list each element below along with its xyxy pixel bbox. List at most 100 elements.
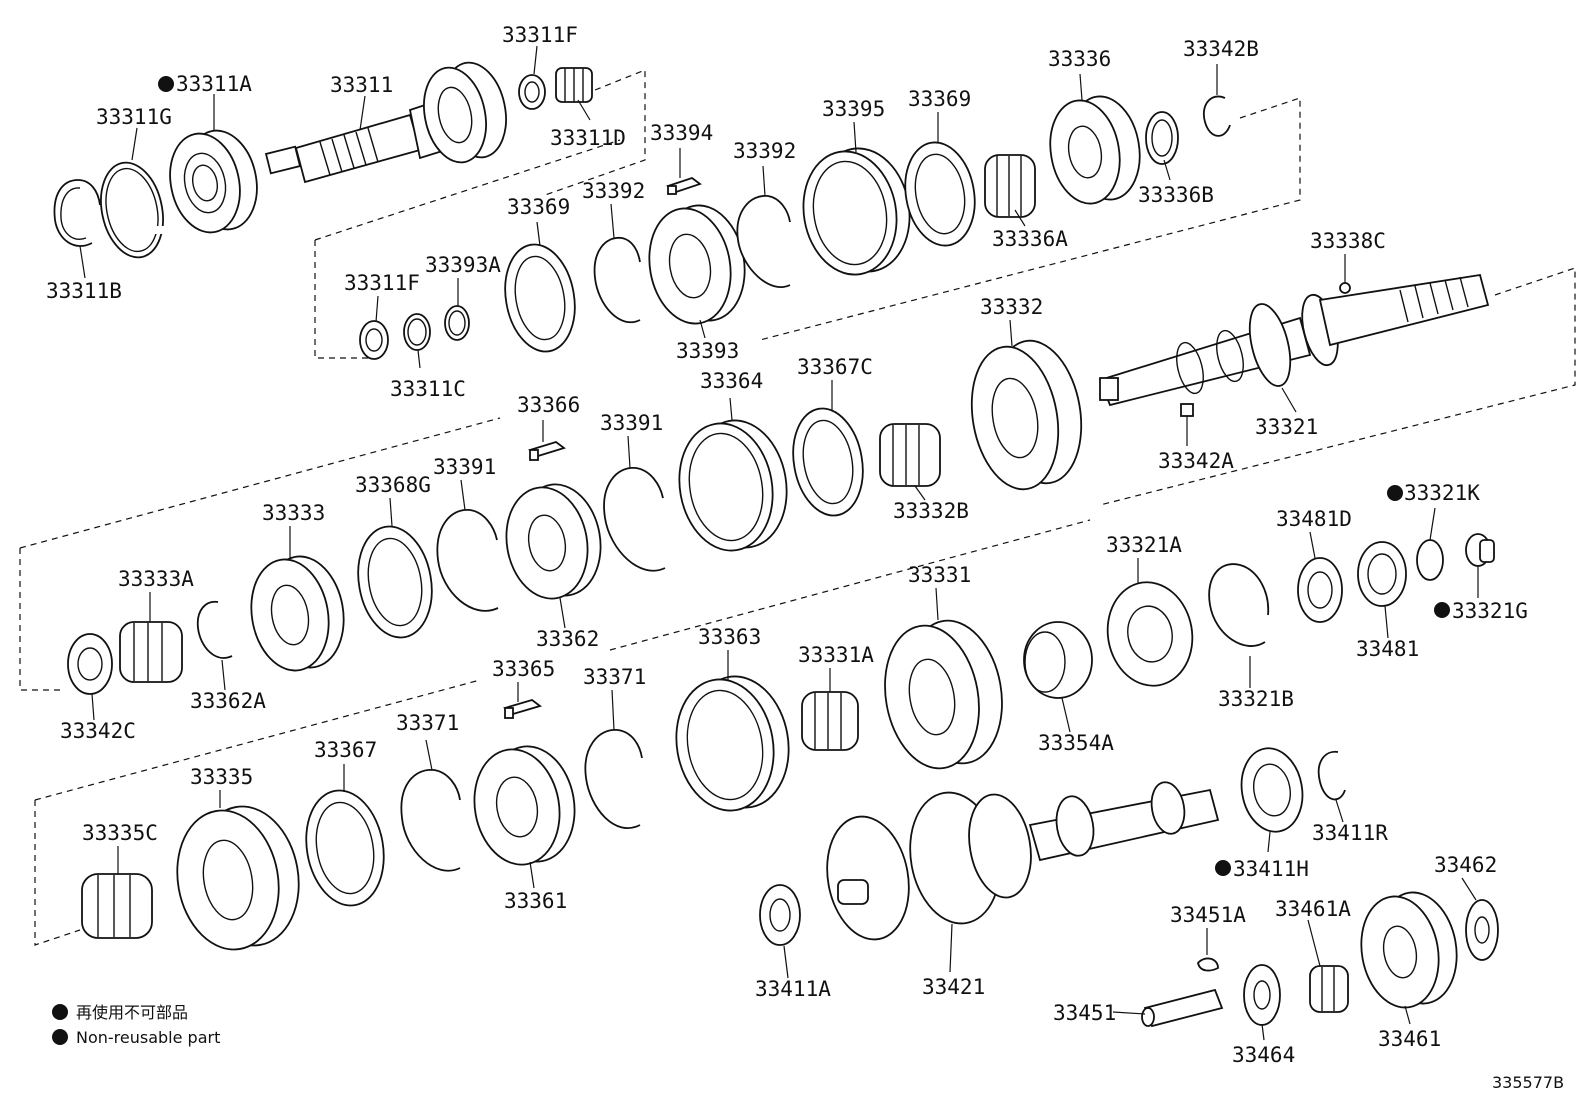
- snap-ring-33321B: [1208, 563, 1270, 647]
- label-33332B: 33332B: [893, 499, 969, 523]
- gear-33332: [970, 339, 1083, 491]
- label-33365: 33365: [492, 657, 555, 681]
- sync-ring-33369-top: [904, 141, 976, 247]
- washer-33311F-top: [518, 74, 546, 110]
- spacer-33354A: [1023, 621, 1093, 699]
- label-33311G: 33311G: [96, 105, 172, 129]
- needle-bearing-33332B: [879, 423, 941, 487]
- shifting-key-33366: [528, 441, 566, 461]
- pin-33342A: [1180, 403, 1194, 417]
- clutch-hub-33362: [505, 483, 602, 600]
- label-33362A: 33362A: [190, 689, 266, 713]
- label-33332: 33332: [980, 295, 1043, 319]
- label-33342A: 33342A: [1158, 449, 1234, 473]
- sleeve-33364: [678, 419, 788, 552]
- bearing-33481: [1357, 541, 1407, 607]
- label-33411H: 33411H: [1233, 857, 1309, 881]
- bushing-33481D: [1297, 557, 1343, 623]
- label-33354A: 33354A: [1038, 731, 1114, 755]
- bearing-33411H: [1240, 747, 1304, 833]
- clutch-hub-33393: [648, 204, 746, 325]
- output-shaft-33321: [1098, 273, 1490, 407]
- gear-33333: [250, 555, 345, 672]
- label-33335C: 33335C: [82, 821, 158, 845]
- label-33394: 33394: [650, 121, 713, 145]
- label-33462: 33462: [1434, 853, 1497, 877]
- label-33311: 33311: [330, 73, 393, 97]
- sync-ring-33368G: [357, 525, 433, 639]
- shifting-key-33365: [503, 699, 542, 719]
- marker-33321K: [1387, 485, 1403, 501]
- label-33363: 33363: [698, 625, 761, 649]
- bearing-33311A: [169, 129, 258, 234]
- input-shaft-33311: [264, 61, 507, 184]
- sync-ring-33367C: [792, 407, 864, 517]
- snap-ring-33311G: [100, 161, 164, 259]
- label-33338C: 33338C: [1310, 229, 1386, 253]
- washer-33311F-mid: [359, 320, 389, 360]
- sleeve-33363: [675, 675, 790, 812]
- needle-bearing-33311D: [555, 67, 593, 103]
- snap-ring-33311B: [53, 179, 101, 247]
- counter-gear-33421: [826, 781, 1220, 941]
- label-33311C: 33311C: [390, 377, 466, 401]
- plug-33321G: [1465, 533, 1495, 567]
- legend-text-en: Non-reusable part: [76, 1028, 220, 1047]
- label-33464: 33464: [1232, 1043, 1295, 1067]
- snap-ring-33392-a: [593, 237, 641, 323]
- gear-33336: [1049, 95, 1141, 205]
- label-33367C: 33367C: [797, 355, 873, 379]
- label-33321: 33321: [1255, 415, 1318, 439]
- ball-33338C: [1339, 282, 1351, 294]
- label-33331: 33331: [908, 563, 971, 587]
- label-33461A: 33461A: [1275, 897, 1351, 921]
- washer-33336B: [1145, 111, 1179, 165]
- snap-ring-33311C: [403, 313, 431, 351]
- label-33369-top: 33369: [908, 87, 971, 111]
- label-33333A: 33333A: [118, 567, 194, 591]
- label-33393A: 33393A: [425, 253, 501, 277]
- legend-dot-jp: [52, 1004, 68, 1020]
- label-33321A: 33321A: [1106, 533, 1182, 557]
- figure-code: 335577B: [1492, 1073, 1564, 1092]
- part-labels: 33311A 33311 33311F 33311G 33311D 33311B…: [46, 23, 1528, 1067]
- sleeve-33395: [802, 147, 911, 276]
- label-33391-b: 33391: [600, 411, 663, 435]
- label-33321K: 33321K: [1404, 481, 1480, 505]
- needle-bearing-33335C: [81, 873, 153, 939]
- snap-ring-33391-b: [603, 467, 666, 572]
- label-33392-b: 33392: [733, 139, 796, 163]
- shaft-33451: [1141, 988, 1224, 1028]
- label-33321B: 33321B: [1218, 687, 1294, 711]
- needle-bearing-33336A: [984, 154, 1036, 218]
- snap-ring-33342B: [1202, 95, 1231, 137]
- label-33335: 33335: [190, 765, 253, 789]
- label-33311D: 33311D: [550, 126, 626, 150]
- gear-33335: [176, 805, 300, 951]
- label-33395: 33395: [822, 97, 885, 121]
- label-33311B: 33311B: [46, 279, 122, 303]
- non-reusable-markers: [158, 76, 1450, 876]
- label-33369-mid: 33369: [507, 195, 570, 219]
- bushing-33411A: [759, 884, 801, 946]
- snap-ring-33362A: [196, 600, 233, 659]
- label-33366: 33366: [517, 393, 580, 417]
- needle-bearing-33333A: [119, 621, 183, 683]
- bearing-33321A: [1106, 581, 1194, 687]
- label-33367: 33367: [314, 738, 377, 762]
- sync-ring-33367: [305, 789, 385, 907]
- label-33311F-top: 33311F: [502, 23, 578, 47]
- needle-bearing-33331A: [801, 691, 859, 751]
- label-33411A: 33411A: [755, 977, 831, 1001]
- legend-dot-en: [52, 1029, 68, 1045]
- key-33451A: [1197, 957, 1219, 972]
- marker-33321G: [1434, 602, 1450, 618]
- snap-ring-33391-a: [436, 509, 499, 612]
- shifting-key-33394: [666, 176, 702, 195]
- label-33461: 33461: [1378, 1027, 1441, 1051]
- label-33364: 33364: [700, 369, 763, 393]
- legend: 再使用不可部品 Non-reusable part: [52, 1003, 220, 1047]
- snap-ring-33392-b: [736, 195, 791, 288]
- o-ring-33321K: [1416, 539, 1444, 581]
